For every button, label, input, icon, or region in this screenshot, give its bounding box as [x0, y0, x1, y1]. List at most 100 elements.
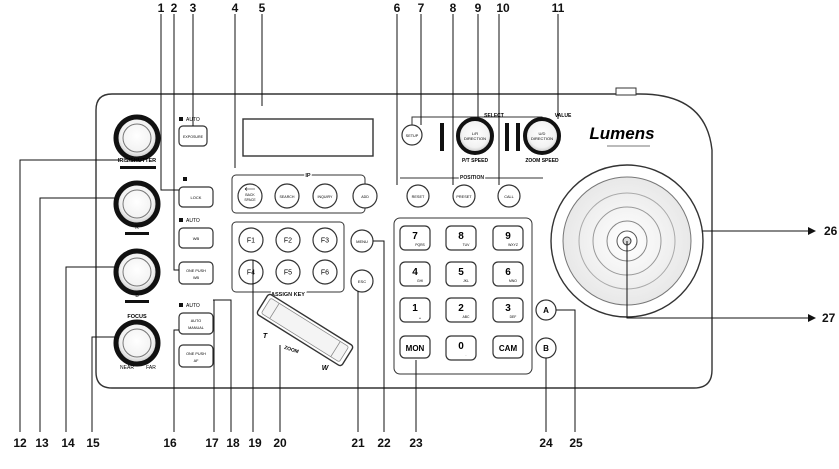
- callout-21: 21: [351, 436, 365, 450]
- menu-button[interactable]: MENU: [350, 229, 374, 253]
- search-button[interactable]: SEARCH: [274, 183, 300, 209]
- b-button[interactable]: B: [535, 337, 557, 359]
- r-label: R: [135, 225, 139, 231]
- callout-7: 7: [418, 1, 425, 15]
- focus-knob[interactable]: [113, 319, 161, 367]
- iris-shutter-label: IRIS/SHUTTER: [118, 158, 156, 164]
- fkey-f4-button[interactable]: F4: [238, 259, 264, 285]
- fkey-f2-button[interactable]: F2: [275, 227, 301, 253]
- keypad-key-letters: DEF: [510, 315, 517, 319]
- keypad-key-number: 8: [458, 231, 464, 242]
- fkey-f3-button[interactable]: F3: [312, 227, 338, 253]
- wb-button[interactable]: [178, 227, 214, 249]
- keypad-key-1[interactable]: 1␣: [399, 297, 431, 323]
- callout-26: 26: [824, 224, 838, 238]
- b-gain-knob[interactable]: [113, 248, 161, 296]
- exposure-label: EXPOSURE: [183, 135, 204, 139]
- fkey-label: F1: [247, 238, 255, 245]
- auto-manual-manual-label: MANUAL: [188, 326, 204, 330]
- fkey-label: F5: [284, 270, 292, 277]
- assign-key-frame: [231, 221, 345, 293]
- ip-label: IP: [305, 173, 311, 179]
- fkey-label: F2: [284, 238, 292, 245]
- setup-button[interactable]: SETUP: [401, 124, 423, 146]
- select-label: SELECT: [484, 113, 504, 119]
- callout-24: 24: [539, 436, 553, 450]
- call-button[interactable]: CALL: [497, 184, 521, 208]
- keypad-key-letters: ␣: [419, 315, 421, 319]
- one-push-wb-label: WB: [193, 276, 200, 280]
- one-push-af-button[interactable]: [178, 344, 214, 368]
- fkey-f1-button[interactable]: F1: [238, 227, 264, 253]
- esc-label: ESC: [358, 279, 366, 284]
- af-label: AF: [194, 359, 200, 363]
- auto-label-2: AUTO: [186, 218, 200, 224]
- add-label: ADD: [361, 195, 369, 199]
- keypad-key-number: 6: [505, 267, 511, 278]
- position-label: POSITION: [460, 175, 484, 181]
- zoom-rocker[interactable]: [256, 293, 354, 367]
- fkey-f5-button[interactable]: F5: [275, 259, 301, 285]
- lr-direction-knob[interactable]: L/R DIRECTION: [456, 117, 494, 155]
- pt-bar-left: [440, 123, 444, 151]
- keypad-key-letters: WXYZ: [508, 243, 518, 247]
- back-label: BACK: [245, 193, 255, 197]
- callout-18: 18: [226, 436, 240, 450]
- callout-13: 13: [35, 436, 49, 450]
- callout-23: 23: [409, 436, 423, 450]
- b-bar: [125, 300, 149, 303]
- assign-key-label: ASSIGN KEY: [271, 292, 305, 298]
- add-button[interactable]: ADD: [352, 183, 378, 209]
- lcd-display: [242, 118, 374, 157]
- brand-logo: Lumens: [589, 124, 654, 143]
- esc-button[interactable]: ESC: [350, 269, 374, 293]
- ud-direction-knob[interactable]: U/D DIRECTION: [523, 117, 561, 155]
- one-push-wb-button[interactable]: [178, 261, 214, 285]
- cam-button[interactable]: CAM: [492, 335, 524, 359]
- callout-20: 20: [273, 436, 287, 450]
- callout-8: 8: [450, 1, 457, 15]
- mon-button[interactable]: MON: [399, 335, 431, 359]
- keypad-key-0[interactable]: 0.: [445, 335, 477, 361]
- callout-numbers: 1 2 3 4 5 6 7 8 9 10 11 12 13 14 15 16 1…: [13, 1, 837, 450]
- back-space-button[interactable]: BACK SPACE: [237, 183, 263, 209]
- leader-lines: [19, 14, 808, 432]
- pt-bar-right: [505, 123, 509, 151]
- callout-22: 22: [377, 436, 391, 450]
- callout-6: 6: [394, 1, 401, 15]
- callout-19: 19: [248, 436, 262, 450]
- a-button[interactable]: A: [535, 299, 557, 321]
- keypad-key-letters: GHI: [417, 279, 423, 283]
- r-gain-knob[interactable]: [113, 180, 161, 228]
- auto-indicator-2: [179, 218, 183, 222]
- leader-arrowheads: [808, 227, 816, 322]
- callout-3: 3: [190, 1, 197, 15]
- lock-button[interactable]: [178, 186, 214, 208]
- keypad-key-letters: MNO: [509, 279, 517, 283]
- inquiry-button[interactable]: INQUIRY: [312, 183, 338, 209]
- r-bar: [125, 232, 149, 235]
- reset-button[interactable]: RESET: [406, 184, 430, 208]
- a-label: A: [543, 306, 549, 315]
- keypad-frame: [393, 217, 533, 375]
- auto-label-3: AUTO: [186, 303, 200, 309]
- keypad-key-number: 0: [458, 341, 464, 352]
- zoom-label: ZOOM: [283, 345, 299, 355]
- callout-27: 27: [822, 311, 836, 325]
- auto-manual-button[interactable]: [178, 312, 214, 335]
- keypad-key-number: 7: [412, 231, 418, 242]
- iris-shutter-knob[interactable]: [113, 114, 161, 162]
- preset-button[interactable]: PRESET: [452, 184, 476, 208]
- fkey-f6-button[interactable]: F6: [312, 259, 338, 285]
- ud-label: U/D: [539, 131, 546, 136]
